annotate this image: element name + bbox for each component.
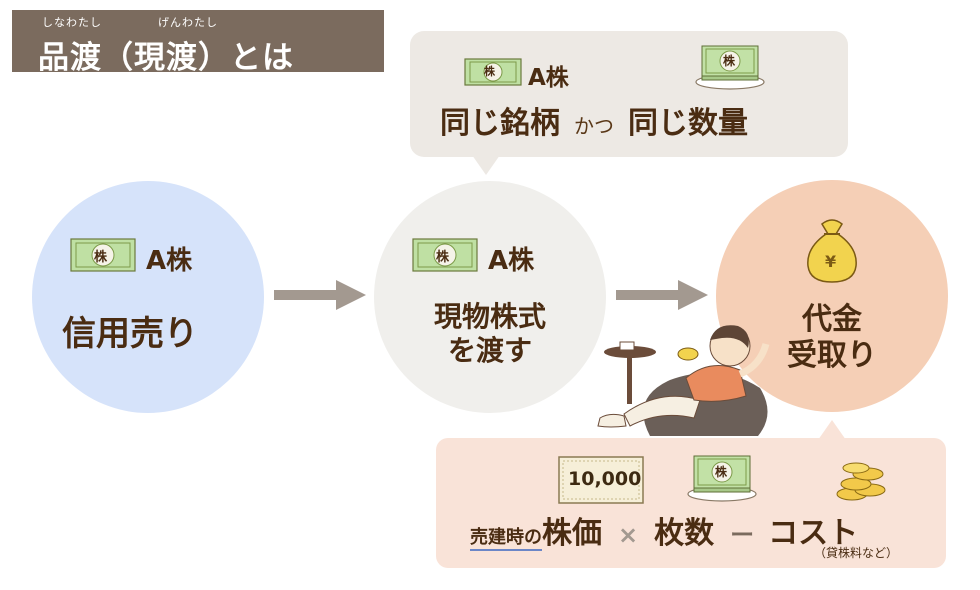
stock-certificate-icon: 株 [464,58,522,90]
formula-bubble [436,438,946,568]
stock-certificate-icon: 株 [412,238,478,276]
stock-badge-text: 株 [484,65,495,78]
at-short-sale-text: 売建時の [470,523,542,551]
receive-text-line2: 受取り [787,338,877,373]
formula-bubble-tail [818,420,846,440]
receive-text-line1: 代金 [802,302,862,337]
minus-symbol: ー [730,521,755,549]
same-issue-text: 同じ銘柄 [440,106,560,141]
condition-bubble-tail [472,155,500,175]
deliver-text-line1: 現物株式 [433,300,546,333]
step-receive-payment [716,180,948,412]
banknote-value: 10,000 [568,468,642,490]
cost-text: コスト [768,516,859,551]
stock-stack-icon: 株 [694,42,766,94]
page-title: 品渡（現渡）とは [38,40,294,76]
title-plate: しなわたし げんわたし 品渡（現渡）とは [12,10,384,76]
condition-sentence: 同じ銘柄 かつ 同じ数量 [440,98,748,142]
condition-bubble [410,31,848,157]
step-credit-sell [32,181,264,413]
stock-badge-text: 株 [94,250,108,265]
stock-label: A株 [488,246,535,276]
deliver-text: 現物株式 を渡す [374,300,606,368]
yen-symbol: ¥ [825,252,837,271]
stack-badge-text: 株 [723,54,736,68]
coins-icon [834,460,888,506]
condition-stock-label: A株 [528,65,569,91]
stack-badge-text: 株 [715,465,728,479]
share-price-text: 株価 [542,516,602,551]
step-deliver-shares [374,181,606,413]
unit-count-text: 枚数 [654,516,715,551]
proceeds-formula: 売建時の 株価 × 枚数 ー コスト [470,508,858,552]
cost-note: （貸株料など） [814,546,899,560]
receive-text: 代金 受取り [716,302,948,374]
connector-text: かつ [574,114,614,138]
deliver-text-line2: を渡す [447,334,532,367]
stock-certificate-icon: 株 [70,238,136,276]
relaxing-person-illustration [590,318,780,452]
money-bag-icon: ¥ [796,214,868,290]
stock-label: A株 [146,246,193,276]
stock-stack-icon: 株 [686,450,758,506]
title-ruby-right: げんわたし [158,16,218,29]
same-quantity-text: 同じ数量 [628,106,748,141]
arrow-right-icon [616,280,708,314]
credit-sell-text: 信用売り [62,314,198,354]
title-ruby-left: しなわたし [42,16,102,29]
arrow-right-icon [274,280,366,314]
times-symbol: × [618,521,639,549]
stock-badge-text: 株 [436,250,450,265]
banknote-icon: 10,000 [558,456,644,508]
